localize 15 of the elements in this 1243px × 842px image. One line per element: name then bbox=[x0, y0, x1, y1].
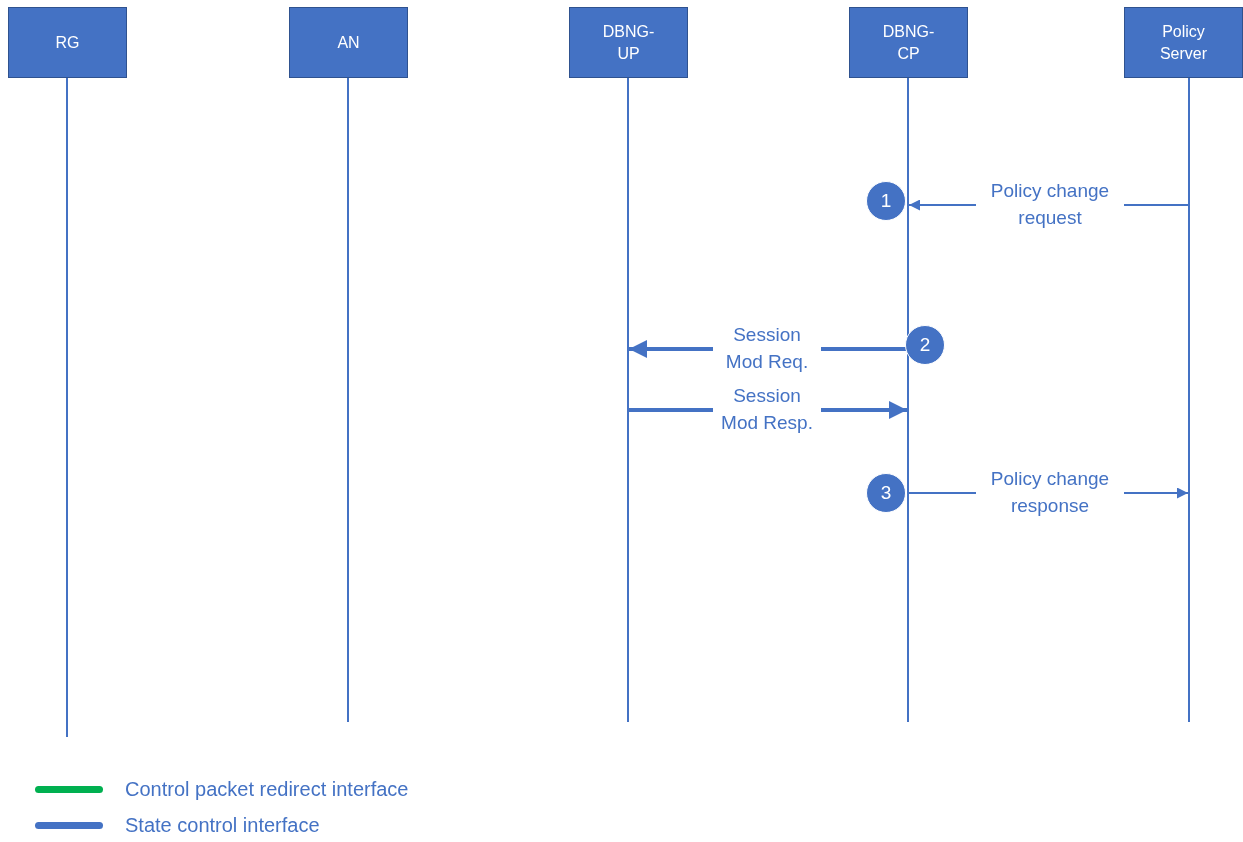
participant-box: AN bbox=[289, 7, 408, 78]
participant-box: DBNG-CP bbox=[849, 7, 968, 78]
legend-text: State control interface bbox=[125, 814, 320, 837]
step-number: 3 bbox=[866, 473, 906, 513]
step-number: 2 bbox=[905, 325, 945, 365]
participant-box: RG bbox=[8, 7, 127, 78]
step-number: 1 bbox=[866, 181, 906, 221]
legend-text: Control packet redirect interface bbox=[125, 778, 409, 801]
participant-box: DBNG-UP bbox=[569, 7, 688, 78]
participant-box: Policy Server bbox=[1124, 7, 1243, 78]
lifeline bbox=[1188, 78, 1190, 722]
lifeline bbox=[627, 78, 629, 722]
lifeline bbox=[347, 78, 349, 722]
lifeline bbox=[907, 78, 909, 722]
lifeline bbox=[66, 78, 68, 737]
